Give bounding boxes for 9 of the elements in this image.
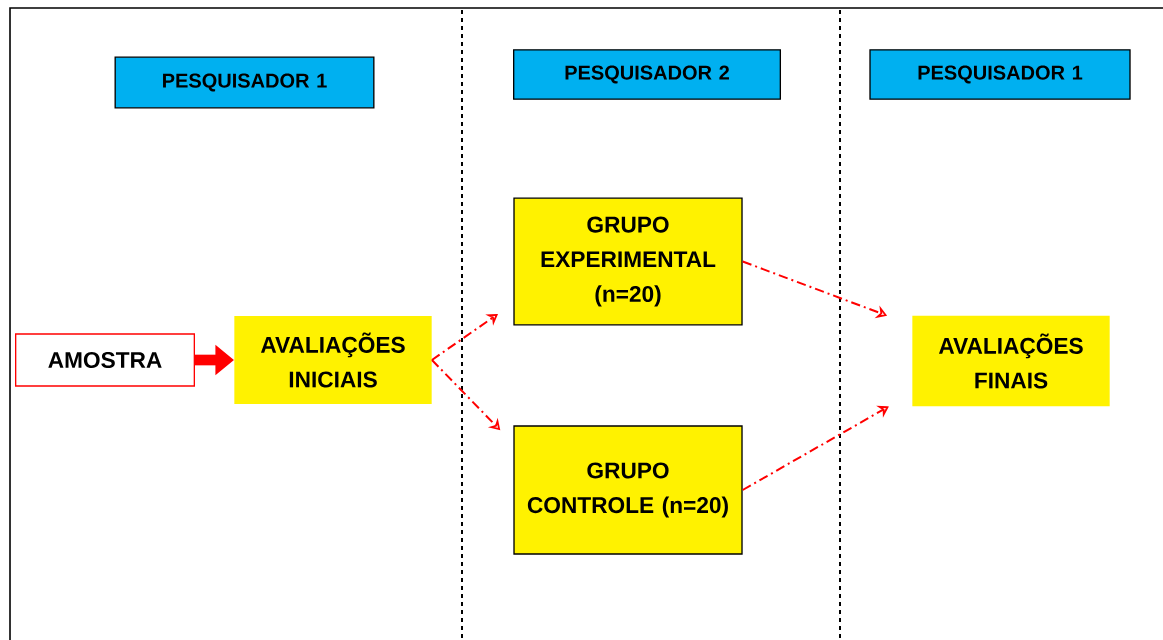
group-box: GRUPO CONTROLE (n=20) xyxy=(513,425,743,555)
process-box: AVALIAÇÕES INICIAIS xyxy=(234,316,432,404)
group-box: GRUPO EXPERIMENTAL (n=20) xyxy=(513,197,743,326)
sample-box: AMOSTRA xyxy=(15,333,195,387)
heading-box: PESQUISADOR 2 xyxy=(513,49,781,100)
heading-box: PESQUISADOR 1 xyxy=(869,49,1131,100)
heading-box: PESQUISADOR 1 xyxy=(114,56,375,109)
process-box: AVALIAÇÕES FINAIS xyxy=(912,315,1110,407)
arrow xyxy=(741,405,889,491)
